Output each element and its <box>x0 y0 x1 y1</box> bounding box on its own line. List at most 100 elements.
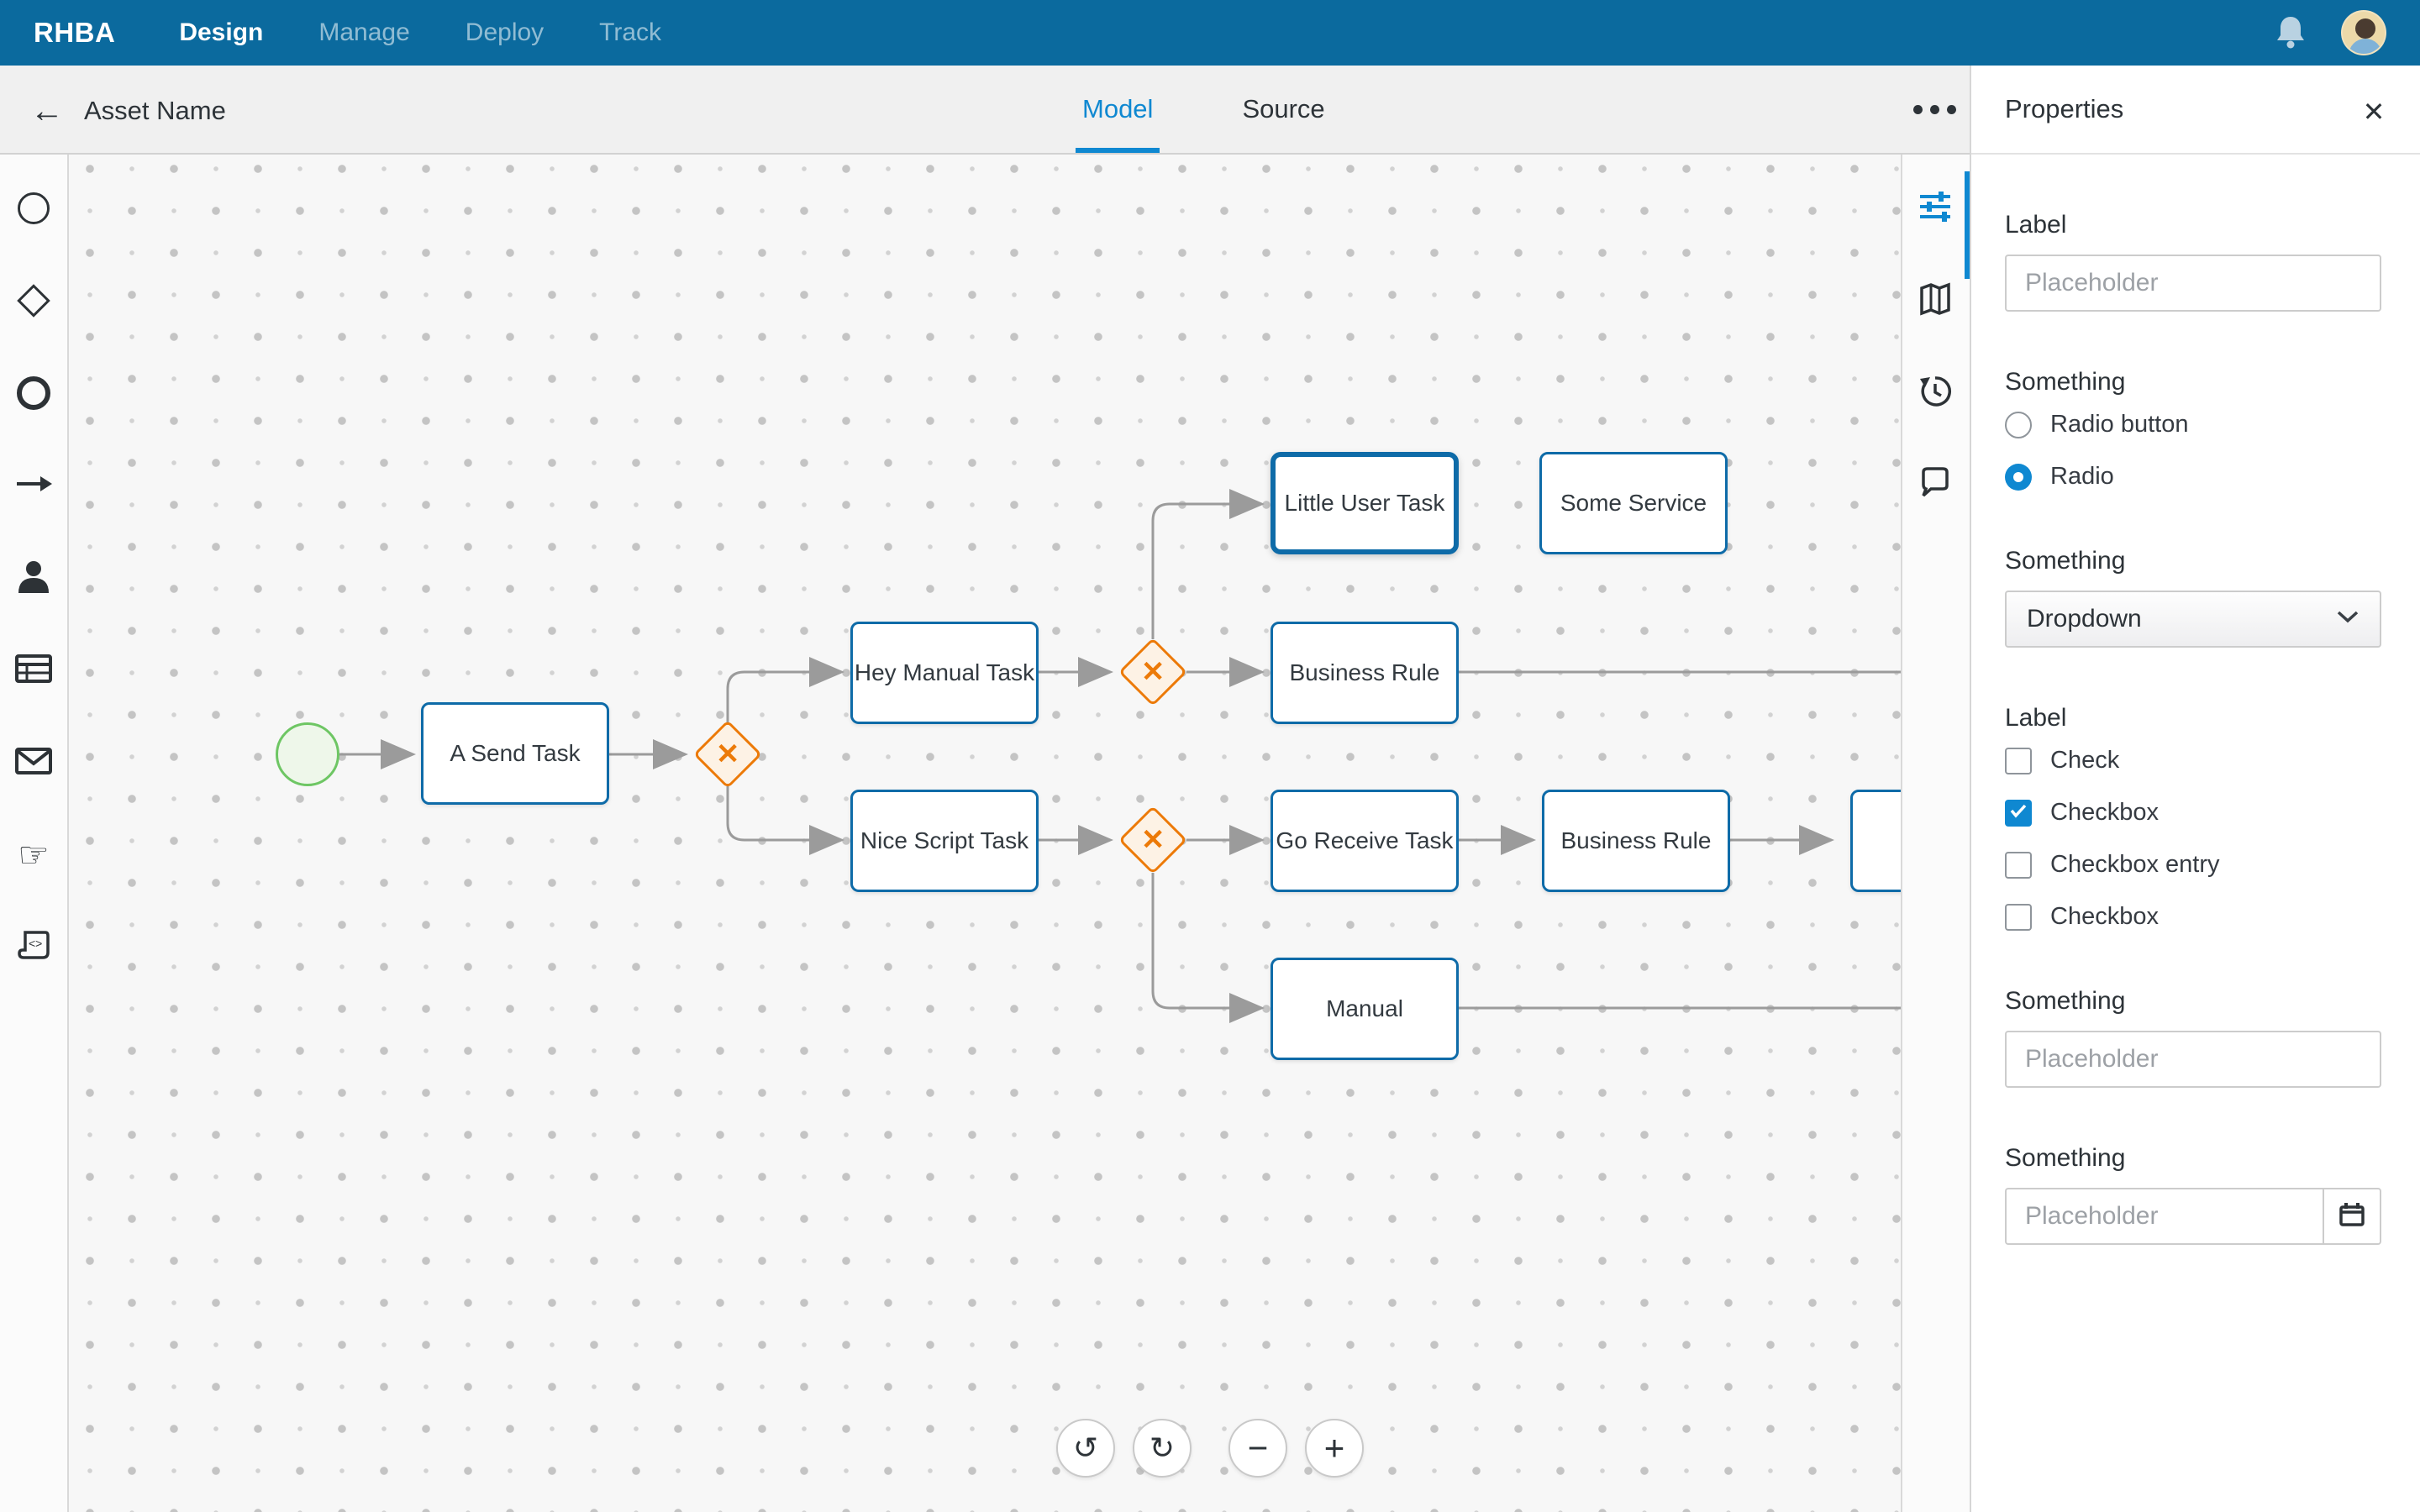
dropdown-select[interactable]: Dropdown <box>2005 591 2381 648</box>
top-navbar: RHBA Design Manage Deploy Track <box>0 0 2420 66</box>
dropdown-value: Dropdown <box>2027 605 2142 633</box>
properties-header: Properties ✕ <box>1971 66 2420 155</box>
text-input[interactable]: Placeholder <box>2005 255 2381 312</box>
checkbox-option[interactable]: Checkbox <box>2005 799 2381 827</box>
checkbox-unchecked[interactable] <box>2005 851 2032 879</box>
checkbox-label: Checkbox <box>2050 903 2159 930</box>
sequence-flow-edge[interactable] <box>726 657 844 722</box>
task-node-little-user[interactable]: Little User Task <box>1270 452 1459 554</box>
tab-source[interactable]: Source <box>1242 94 1325 123</box>
task-node-business-rule-2[interactable]: Business Rule <box>1542 790 1730 892</box>
task-node-business-rule-1[interactable]: Business Rule <box>1270 622 1459 724</box>
start-event-node[interactable] <box>276 722 339 786</box>
radio-option[interactable]: Radio button <box>2005 411 2381 438</box>
sequence-flow-edge[interactable] <box>726 786 844 855</box>
task-label: Manual <box>1326 995 1403 1021</box>
checkbox-unchecked[interactable] <box>2005 747 2032 774</box>
nav-item-design[interactable]: Design <box>179 18 264 46</box>
brand-logo[interactable]: RHBA <box>34 17 116 48</box>
close-icon[interactable]: ✕ <box>2362 97 2386 127</box>
input-placeholder: Placeholder <box>2025 269 2159 297</box>
checkbox-label: Checkbox <box>2050 799 2159 826</box>
chevron-down-icon <box>2336 610 2360 629</box>
field-label: Label <box>2005 704 2067 732</box>
date-picker-button[interactable] <box>2323 1188 2381 1245</box>
dock-item-map[interactable] <box>1902 255 1968 347</box>
task-label: Some Service <box>1560 490 1707 516</box>
palette-item-business-rule-task[interactable] <box>0 624 67 717</box>
dock-item-properties-sliders[interactable] <box>1902 162 1968 255</box>
tab-model[interactable]: Model <box>1076 66 1160 153</box>
palette-item-start-event[interactable] <box>0 162 67 255</box>
script-task-icon: <> <box>15 929 52 967</box>
navbar-right <box>2274 10 2386 55</box>
bell-icon[interactable] <box>2274 14 2307 51</box>
task-label: A Send Task <box>450 740 581 766</box>
checkbox-label: Checkbox entry <box>2050 851 2220 878</box>
palette-item-script-task[interactable]: <> <box>0 901 67 994</box>
send-task-icon <box>14 747 53 780</box>
palette-item-sequence-flow[interactable] <box>0 439 67 532</box>
radio-option[interactable]: Radio <box>2005 463 2381 491</box>
zoom-in-button[interactable]: + <box>1305 1419 1364 1478</box>
dock-item-comment[interactable] <box>1902 439 1968 532</box>
palette-item-manual-task[interactable]: ☞ <box>0 809 67 901</box>
palette-item-send-task[interactable] <box>0 717 67 809</box>
properties-sliders-icon <box>1917 188 1954 229</box>
panel-title: Properties <box>2005 94 2124 123</box>
text-input[interactable]: Placeholder <box>2005 1031 2381 1088</box>
task-label: Business Rule <box>1289 659 1440 685</box>
checkbox-option[interactable]: Checkbox entry <box>2005 851 2381 879</box>
radio-selected[interactable] <box>2005 463 2032 491</box>
task-label: Business Rule <box>1560 827 1712 853</box>
task-node-manual[interactable]: Manual <box>1270 958 1459 1060</box>
palette-item-user-task[interactable] <box>0 532 67 624</box>
sequence-flow-edge[interactable] <box>1151 873 1265 1023</box>
radio-unselected[interactable] <box>2005 411 2032 438</box>
task-label: Go Receive Task <box>1276 827 1454 853</box>
dock-item-history[interactable] <box>1902 347 1968 439</box>
checkbox-option[interactable]: Checkbox <box>2005 903 2381 931</box>
editor-tabs: Model Source <box>1076 66 1332 153</box>
end-event-icon <box>17 376 50 410</box>
gateway-x-icon: ✕ <box>715 738 740 770</box>
task-node-some-service[interactable]: Some Service <box>1539 452 1728 554</box>
zoom-out-button[interactable]: − <box>1228 1419 1287 1478</box>
back-button[interactable]: ← <box>30 92 64 129</box>
gateway-x-icon: ✕ <box>1140 824 1165 856</box>
palette-item-gateway[interactable] <box>0 255 67 347</box>
nav-item-track[interactable]: Track <box>599 18 662 46</box>
task-node-go-receive[interactable]: Go Receive Task <box>1270 790 1459 892</box>
date-input-row: Placeholder <box>2005 1188 2381 1245</box>
task-node-nice-script[interactable]: Nice Script Task <box>850 790 1039 892</box>
gateway-x-icon: ✕ <box>1140 656 1165 688</box>
sequence-flow-edge[interactable] <box>1151 489 1265 639</box>
start-event-icon <box>18 192 50 224</box>
task-label: Little User Task <box>1284 490 1445 516</box>
radio-label: Radio button <box>2050 411 2189 438</box>
business-rule-task-icon <box>14 654 53 688</box>
redo-button[interactable]: ↻ <box>1133 1419 1192 1478</box>
date-text-input[interactable]: Placeholder <box>2005 1188 2323 1245</box>
checkbox-option[interactable]: Check <box>2005 747 2381 774</box>
field-label: Something <box>2005 1144 2126 1172</box>
task-node-hey-manual[interactable]: Hey Manual Task <box>850 622 1039 724</box>
active-dock-indicator <box>1965 171 1970 279</box>
task-node-send-task[interactable]: A Send Task <box>421 702 609 805</box>
palette-item-end-event[interactable] <box>0 347 67 439</box>
task-node-last[interactable]: Last <box>1850 790 1901 892</box>
undo-button[interactable]: ↺ <box>1056 1419 1115 1478</box>
task-label: Nice Script Task <box>860 827 1029 853</box>
checkbox-checked[interactable] <box>2005 799 2032 827</box>
more-options-button[interactable] <box>1901 66 1968 153</box>
nav-item-manage[interactable]: Manage <box>318 18 410 46</box>
nav-item-deploy[interactable]: Deploy <box>465 18 544 46</box>
user-avatar[interactable] <box>2341 10 2386 55</box>
checkbox-unchecked[interactable] <box>2005 903 2032 931</box>
